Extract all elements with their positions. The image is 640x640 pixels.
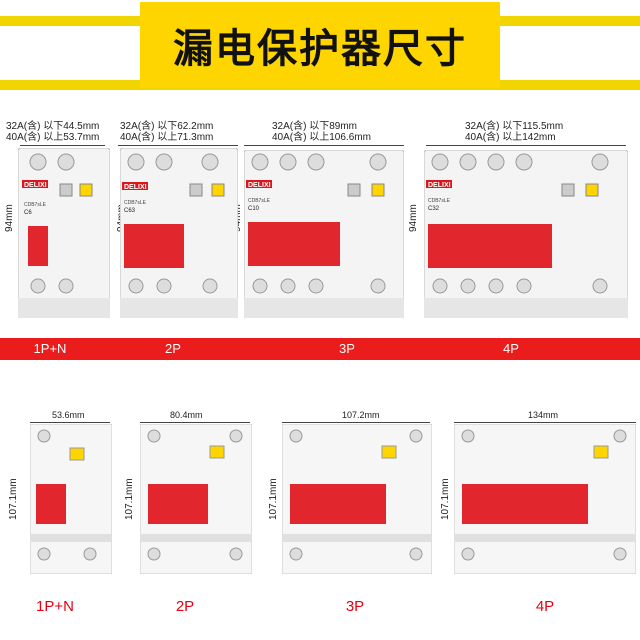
brand-logo: DELIXI	[428, 182, 451, 189]
model-3p-top: CDB7sLE	[248, 198, 271, 204]
dim-height-b-4p: 107.1mm	[440, 478, 451, 520]
band-label-1pn: 1P+N	[33, 341, 67, 356]
bottom-label-2p: 2P	[175, 598, 195, 615]
dim-width-4p: 134mm	[528, 410, 559, 420]
bottom-label-3p: 3P	[345, 598, 365, 615]
dim-line-2p	[118, 145, 238, 146]
dim-line-4p	[426, 145, 626, 146]
band-label-4p: 4P	[503, 341, 519, 356]
band-label-2p: 2P	[165, 341, 181, 356]
breaker-4p-bottom	[454, 424, 636, 574]
model-4p-top: CDB7sLE	[428, 198, 451, 204]
brand-logo: DELIXI	[248, 182, 271, 189]
breaker-4p-top: DELIXI CDB7sLE C32	[424, 150, 628, 318]
dim-line-b-4p	[454, 422, 636, 423]
pole-label-band: 1P+N 2P 3P 4P	[0, 338, 640, 360]
rating-4p-top: C32	[428, 206, 440, 212]
model-1pn-top: CDB7sLE	[24, 202, 47, 208]
dim-2p-40: 40A(含) 以上71.3mm	[120, 132, 214, 143]
rating-2p-top: C63	[124, 208, 136, 214]
rating-3p-top: C10	[248, 206, 260, 212]
model-2p-top: CDB7sLE	[124, 200, 147, 206]
breaker-2p-bottom	[140, 424, 252, 574]
dim-3p-32: 32A(含) 以下89mm	[272, 121, 358, 132]
dim-height-1pn: 94mm	[4, 204, 15, 232]
dim-height-b-3p: 107.1mm	[268, 478, 279, 520]
bottom-label-4p: 4P	[535, 598, 555, 615]
brand-logo: DELIXI	[124, 184, 147, 191]
dim-line-3p	[244, 145, 404, 146]
bottom-label-1pn: 1P+N	[36, 598, 74, 615]
rating-1pn-top: C6	[24, 210, 32, 216]
dim-4p-32: 32A(含) 以下115.5mm	[465, 121, 564, 132]
dim-1pn-40: 40A(含) 以上53.7mm	[6, 132, 100, 143]
title-bar: 漏电保护器尺寸	[0, 0, 640, 98]
title-box: 漏电保护器尺寸	[140, 2, 500, 88]
dim-3p-40: 40A(含) 以上106.6mm	[272, 132, 371, 143]
dim-line-b-2p	[140, 422, 250, 423]
dim-line-b-3p	[282, 422, 430, 423]
breaker-1pn-top: DELIXI CDB7sLE C6	[18, 148, 110, 318]
breaker-3p-bottom	[282, 424, 432, 574]
dim-width-2p: 80.4mm	[170, 410, 203, 420]
dim-2p-32: 32A(含) 以下62.2mm	[120, 121, 214, 132]
breaker-2p-top: DELIXI CDB7sLE C63	[120, 148, 238, 318]
band-label-3p: 3P	[339, 341, 355, 356]
dim-1pn-32: 32A(含) 以下44.5mm	[6, 121, 100, 132]
dim-line-b-1pn	[30, 422, 110, 423]
breaker-1pn-bottom	[30, 424, 112, 574]
page-title: 漏电保护器尺寸	[173, 26, 467, 72]
dim-height-4p: 94mm	[408, 204, 419, 232]
dim-width-3p: 107.2mm	[342, 410, 380, 420]
dim-line-1pn	[20, 145, 105, 146]
breaker-3p-top: DELIXI CDB7sLE C10	[244, 150, 404, 318]
dim-width-1pn: 53.6mm	[52, 410, 85, 420]
brand-logo: DELIXI	[24, 182, 47, 189]
dim-height-b-2p: 107.1mm	[124, 478, 135, 520]
dim-4p-40: 40A(含) 以上142mm	[465, 132, 556, 143]
dim-height-b-1pn: 107.1mm	[8, 478, 19, 520]
